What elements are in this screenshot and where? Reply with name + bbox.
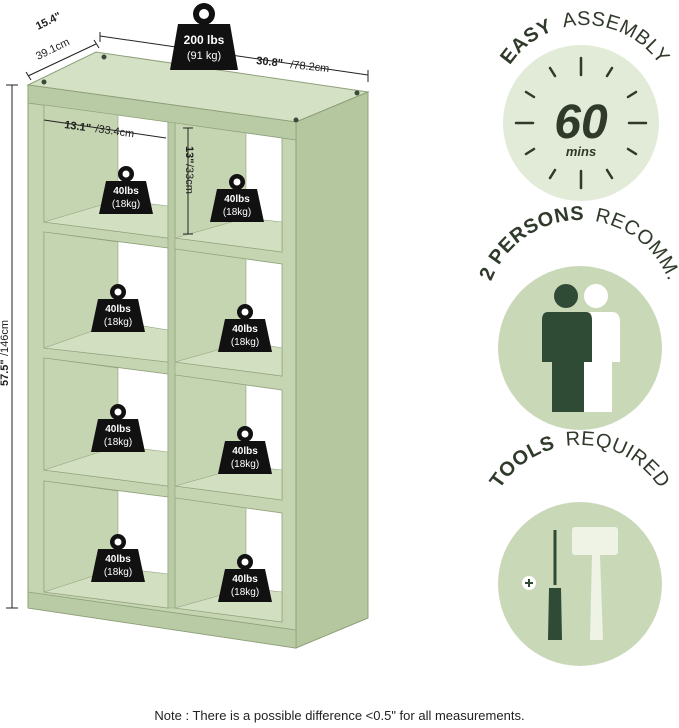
weight-icon: 40lbs (18kg) [99, 166, 153, 214]
width-label-cm: /78.2cm [290, 59, 330, 75]
height-label-cm: /146cm [0, 320, 11, 356]
cube-bookcase [26, 51, 370, 649]
svg-text:(18kg): (18kg) [231, 587, 259, 598]
svg-text:(18kg): (18kg) [104, 567, 132, 578]
screwdriver-icon [522, 530, 562, 640]
cube-width-label-cm: /33.4cm [95, 123, 135, 140]
shelf-side [295, 91, 369, 649]
svg-text:40lbs: 40lbs [105, 304, 131, 315]
tools-badge: TOOLS REQUIRED [486, 428, 674, 666]
svg-text:40lbs: 40lbs [232, 446, 258, 457]
cube-height-label-in: 13" [183, 146, 195, 163]
svg-text:(18kg): (18kg) [231, 337, 259, 348]
depth-label-in: 15.4" [34, 10, 63, 32]
svg-text:(18kg): (18kg) [231, 459, 259, 470]
measurement-note: Note : There is a possible difference <0… [154, 708, 525, 723]
svg-text:40lbs: 40lbs [105, 554, 131, 565]
assembly-minutes: 60 [554, 96, 608, 149]
svg-text:40lbs: 40lbs [113, 186, 139, 197]
depth-label-cm: 39.1cm [34, 36, 72, 63]
svg-text:40lbs: 40lbs [105, 424, 131, 435]
svg-text:(18kg): (18kg) [104, 317, 132, 328]
cube-weights: 40lbs (18kg) 40lbs (18kg) 40lbs (18kg) 4… [91, 166, 272, 602]
assembly-unit: mins [566, 144, 596, 159]
easy-assembly-badge: EASY ASSEMBLY 60 mins [496, 8, 673, 201]
tools-label-rest: REQUIRED [565, 428, 674, 492]
tools-label-bold: TOOLS [486, 432, 558, 492]
svg-text:40lbs: 40lbs [232, 324, 258, 335]
svg-text:(18kg): (18kg) [104, 437, 132, 448]
svg-text:TOOLS REQUIRED: TOOLS REQUIRED [486, 428, 674, 492]
top-weight-icon: 200 lbs (91 kg) [170, 3, 238, 70]
hammer-icon [572, 527, 618, 640]
cube-height-label-cm: /33cm [183, 164, 195, 194]
weight-icon: 40lbs (18kg) [91, 284, 145, 332]
persons-badge: 2 PERSONS RECOMM. [475, 203, 679, 430]
dimension-annotations [6, 32, 369, 609]
svg-text:(18kg): (18kg) [112, 199, 140, 210]
weight-icon: 40lbs (18kg) [91, 534, 145, 582]
width-label-in: 30.8" [256, 55, 284, 70]
top-weight-lbs: 200 lbs [184, 33, 225, 47]
clock-icon [514, 56, 648, 190]
svg-text:40lbs: 40lbs [232, 574, 258, 585]
cube-width-label-in: 13.1" [64, 119, 92, 135]
weight-icon: 40lbs (18kg) [91, 404, 145, 452]
top-weight-kg: (91 kg) [187, 50, 221, 62]
weight-icon: 40lbs (18kg) [218, 426, 272, 474]
persons-icon [542, 284, 620, 412]
weight-icon: 40lbs (18kg) [218, 304, 272, 352]
svg-text:(18kg): (18kg) [223, 207, 251, 218]
weight-icon: 40lbs (18kg) [210, 174, 264, 222]
height-label-in: 57.5" [0, 359, 11, 386]
weight-icon: 40lbs (18kg) [218, 554, 272, 602]
svg-text:40lbs: 40lbs [224, 194, 250, 205]
